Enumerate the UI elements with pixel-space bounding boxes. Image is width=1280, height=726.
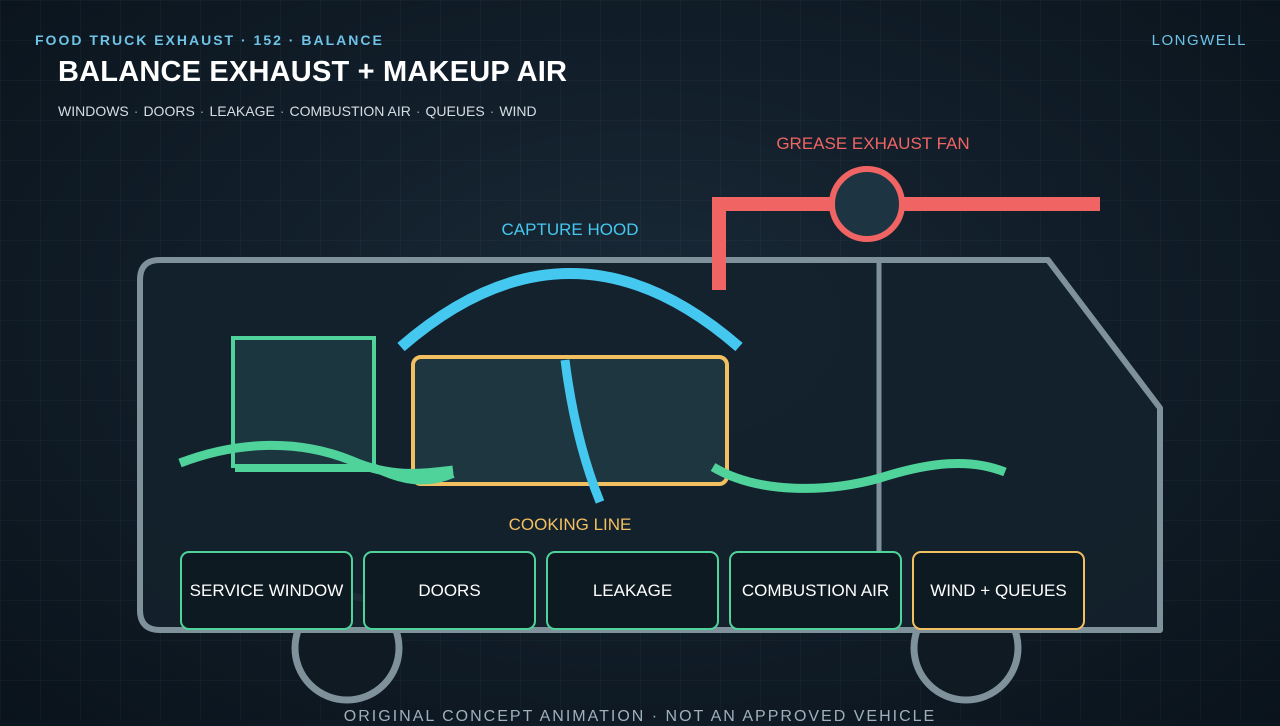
balance-factors-row: SERVICE WINDOW DOORS LEAKAGE COMBUSTION … (180, 551, 1085, 630)
grease-exhaust-fan-icon (829, 166, 905, 242)
factor-card-combustion-air: COMBUSTION AIR (729, 551, 902, 630)
cooking-line-box (411, 355, 729, 486)
series-kicker: FOOD TRUCK EXHAUST · 152 · BALANCE (35, 32, 384, 48)
makeup-air-wave-right (710, 458, 1007, 493)
page-title: BALANCE EXHAUST + MAKEUP AIR (58, 56, 568, 88)
makeup-air-wave-left (178, 440, 454, 478)
subtitle-item-wind: WIND (499, 103, 537, 119)
capture-hood-arc (397, 268, 743, 352)
fan-label: GREASE EXHAUST FAN (776, 134, 969, 153)
plume-capture-line (560, 359, 605, 504)
exhaust-duct (712, 197, 1100, 290)
subtitle-item-queues: QUEUES (425, 103, 485, 119)
subtitle-item-leakage: LEAKAGE (209, 103, 275, 119)
factor-card-wind-queues: WIND + QUEUES (912, 551, 1085, 630)
subtitle-item-combustion-air: COMBUSTION AIR (289, 103, 411, 119)
brand-logo-text: LONGWELL (1151, 32, 1247, 49)
subtitle-item-doors: DOORS (143, 103, 195, 119)
footer-disclaimer: ORIGINAL CONCEPT ANIMATION · NOT AN APPR… (343, 708, 937, 725)
subtitle-item-windows: WINDOWS (58, 103, 129, 119)
factor-card-service-window: SERVICE WINDOW (180, 551, 353, 630)
makeup-air-wave-left-lower (235, 464, 455, 485)
hood-label: CAPTURE HOOD (502, 220, 639, 239)
factor-card-leakage: LEAKAGE (546, 551, 719, 630)
cooking-label: COOKING LINE (509, 515, 632, 534)
subtitle-list: WINDOWS·DOORS·LEAKAGE·COMBUSTION AIR·QUE… (58, 103, 537, 119)
factor-card-doors: DOORS (363, 551, 536, 630)
